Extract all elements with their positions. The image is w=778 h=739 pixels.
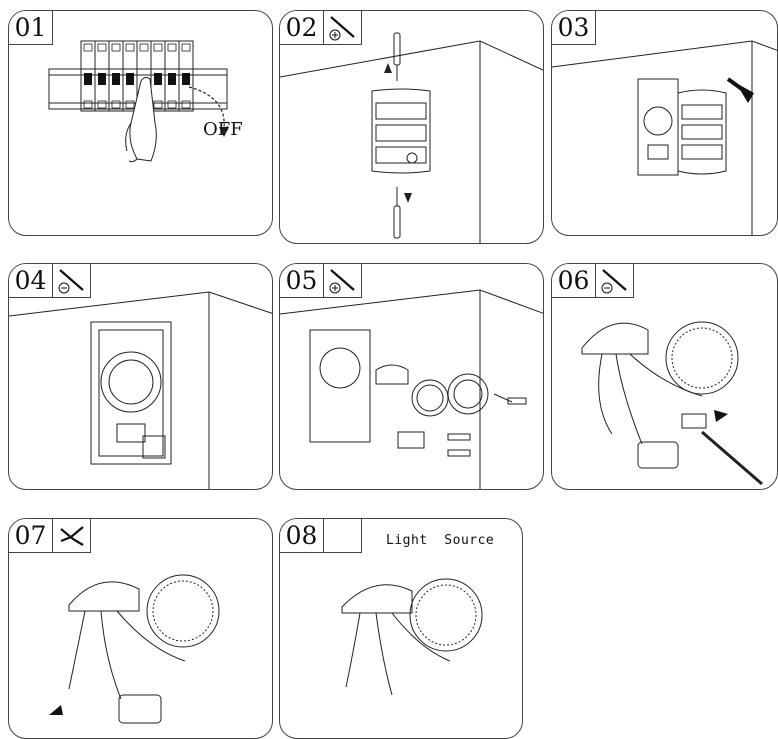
wire-cut-illustration [49, 574, 220, 724]
phillips-screwdriver-icon [324, 11, 362, 45]
backplate-illustration [9, 291, 272, 489]
step-03-panel: 03 [551, 10, 778, 236]
fixture-removal-illustration [552, 40, 777, 235]
flat-screwdriver-icon [596, 264, 634, 298]
step-number: 03 [552, 11, 596, 45]
flat-screwdriver-icon [53, 264, 91, 298]
step-06-panel: 06 [551, 263, 778, 490]
step-07-panel: 07 [8, 518, 273, 739]
step-05-panel: 05 [279, 263, 544, 490]
step-04-panel: 04 [8, 263, 273, 490]
off-label: OFF [203, 119, 243, 140]
step-02-panel: 02 [279, 10, 544, 244]
phillips-screwdriver-icon [324, 264, 362, 298]
empty-tool-box [324, 519, 362, 553]
step-number: 02 [280, 11, 324, 45]
step-08-panel: 08 Light Source [279, 518, 523, 739]
step-number: 08 [280, 519, 324, 553]
step-number: 06 [552, 264, 596, 298]
light-source-illustration [341, 578, 483, 696]
exploded-parts-illustration [280, 289, 543, 489]
light-source-label: Light Source [386, 533, 495, 548]
pliers-icon [53, 519, 91, 553]
step-number: 05 [280, 264, 324, 298]
step-number: 07 [9, 519, 53, 553]
step-number: 01 [9, 11, 53, 45]
breaker-panel-illustration [48, 40, 229, 163]
step-number: 04 [9, 264, 53, 298]
wiring-disconnect-illustration [581, 321, 763, 486]
step-01-panel: 01 [8, 10, 273, 236]
wall-fixture-illustration [280, 32, 543, 243]
